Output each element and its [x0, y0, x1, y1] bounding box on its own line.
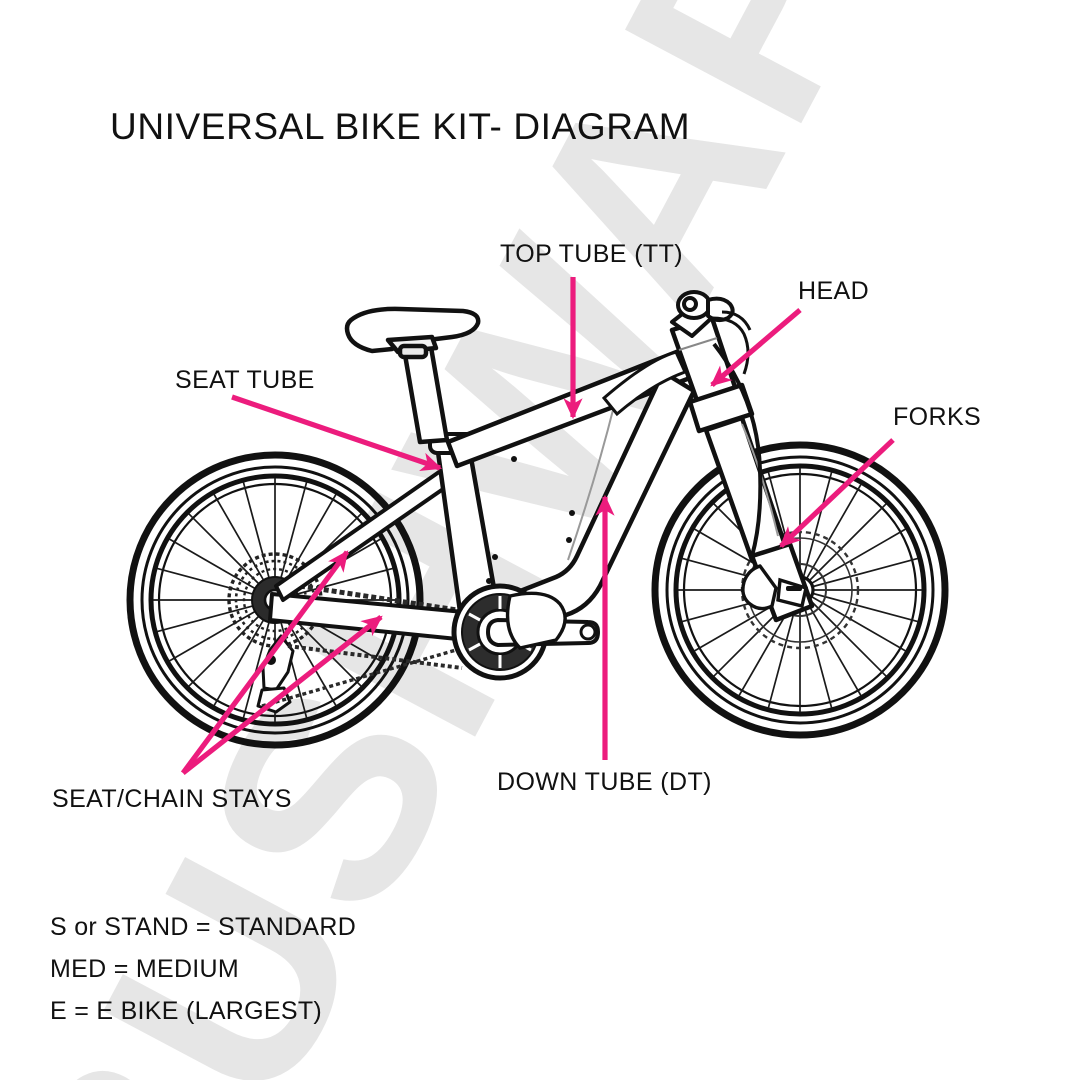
callout-label-head: HEAD [798, 277, 870, 305]
legend-line-ebike: E = E BIKE (LARGEST) [50, 997, 323, 1025]
leader-stay-seat [180, 550, 350, 775]
frame-gusset [601, 350, 688, 417]
front-dropout [776, 577, 808, 609]
leader-stay-chain [181, 614, 383, 776]
fork-arch [712, 342, 763, 557]
frame-detail-marks [486, 456, 575, 584]
callout-label-forks: FORKS [893, 403, 982, 431]
chain [261, 583, 471, 708]
front-brake-caliper [741, 564, 778, 611]
page-title: UNIVERSAL BIKE KIT- DIAGRAM [110, 106, 691, 147]
callout-label-down-tube: DOWN TUBE (DT) [497, 768, 712, 796]
leader-forks [779, 438, 895, 548]
callout-label-seat-tube: SEAT TUBE [175, 366, 315, 394]
callout-label-seat-chain-stays: SEAT/CHAIN STAYS [52, 785, 292, 813]
brake-lever [711, 310, 752, 375]
callout-label-top-tube: TOP TUBE (TT) [500, 240, 683, 268]
saddle [344, 306, 481, 360]
legend-line-medium: MED = MEDIUM [50, 955, 240, 983]
leader-seat-tube [231, 394, 443, 472]
legend-line-standard: S or STAND = STANDARD [50, 913, 357, 941]
leader-head [710, 308, 802, 387]
bottom-bracket-shroud [505, 591, 567, 650]
